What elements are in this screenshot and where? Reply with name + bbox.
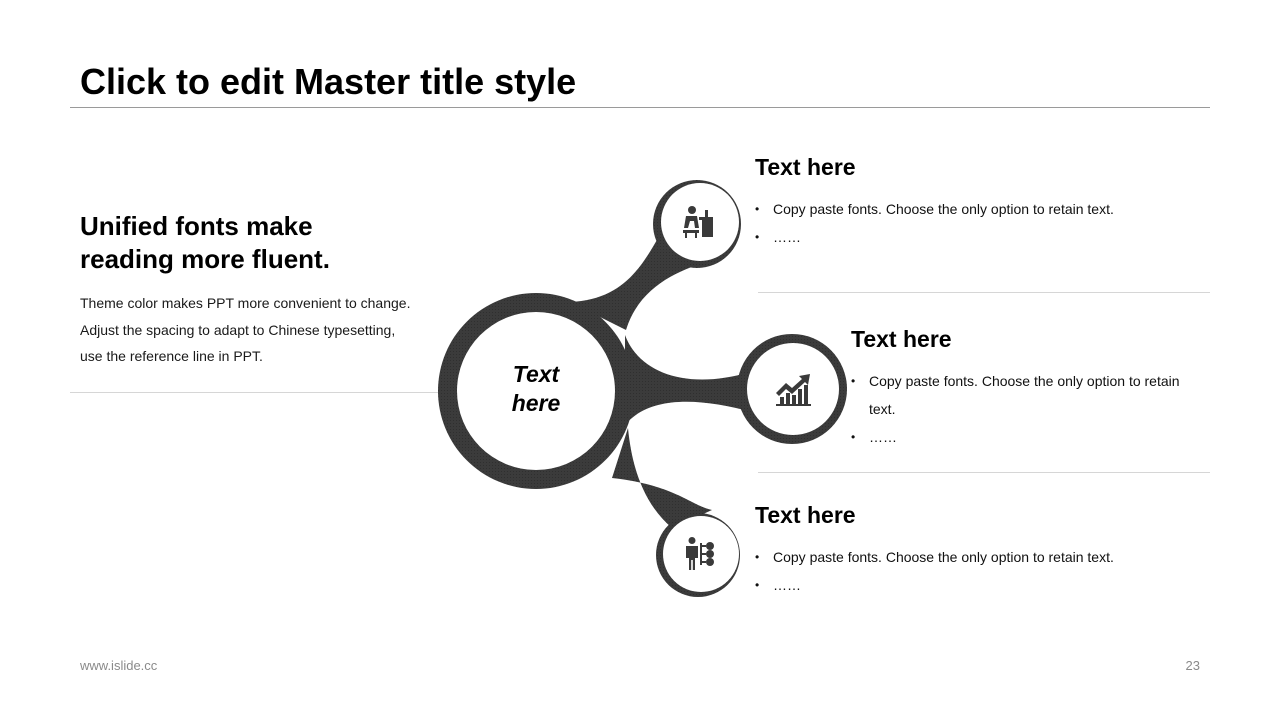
left-heading-line1: Unified fonts make [80, 211, 313, 241]
center-label-line2: here [511, 390, 561, 416]
left-body-line: use the reference line in PPT. [80, 348, 263, 364]
bullet-text: Copy paste fonts. Choose the only option… [773, 201, 1114, 217]
left-body-line: Adjust the spacing to adapt to Chinese t… [80, 321, 396, 338]
item-bullets: • Copy paste fonts. Choose the only optio… [755, 195, 1210, 251]
bullet-text: …… [869, 429, 897, 445]
item-divider [758, 292, 1210, 293]
item-title: Text here [755, 154, 856, 180]
slide-title: Click to edit Master title style [80, 61, 577, 102]
text-item-2: Text here • Copy paste fonts. Choose the … [851, 325, 1210, 451]
left-body: Theme color makes PPT more convenient to… [80, 290, 440, 370]
bullet-icon: • [851, 374, 856, 388]
bullet-icon: • [755, 578, 760, 592]
center-label-line1: Text [512, 361, 560, 387]
bullet-text: …… [773, 229, 801, 245]
page-number: 23 [1185, 658, 1200, 673]
bullet-item: • …… [755, 571, 1210, 599]
node-circle-top [661, 183, 739, 261]
left-heading-line2: reading more fluent. [80, 244, 330, 274]
bullet-icon: • [851, 430, 856, 444]
text-item-1: Text here • Copy paste fonts. Choose the … [755, 153, 1210, 251]
growth-chart-icon [776, 374, 811, 406]
bullet-text-continued: text. [869, 401, 896, 417]
title-underline [70, 107, 1210, 108]
left-text-block: Unified fonts make reading more fluent. … [80, 210, 440, 370]
branch-connector-bottom [612, 428, 712, 528]
bullet-item: • Copy paste fonts. Choose the only optio… [851, 367, 1210, 423]
center-label: Text here [476, 360, 596, 418]
left-heading: Unified fonts make reading more fluent. [80, 210, 440, 276]
bullet-text: Copy paste fonts. Choose the only option… [773, 549, 1114, 565]
branch-connector-middle [625, 335, 752, 425]
left-body-line: Theme color makes PPT more convenient to… [80, 295, 411, 311]
footer-url: www.islide.cc [80, 658, 158, 673]
bullet-text: Copy paste fonts. Choose the only option… [869, 373, 1180, 389]
people-network-icon [686, 537, 714, 570]
bullet-item: • …… [851, 423, 1210, 451]
item-title: Text here [755, 502, 856, 528]
person-at-desk-icon [683, 206, 713, 238]
bullet-item: • Copy paste fonts. Choose the only optio… [755, 543, 1210, 571]
bullet-item: • …… [755, 223, 1210, 251]
item-divider [758, 472, 1210, 473]
bullet-item: • Copy paste fonts. Choose the only optio… [755, 195, 1210, 223]
center-circle [457, 312, 615, 470]
item-title: Text here [851, 326, 952, 352]
bullet-text: …… [773, 577, 801, 593]
left-reference-line [70, 392, 440, 393]
text-item-3: Text here • Copy paste fonts. Choose the … [755, 501, 1210, 599]
bullet-icon: • [755, 230, 760, 244]
bullet-icon: • [755, 202, 760, 216]
bullet-icon: • [755, 550, 760, 564]
item-bullets: • Copy paste fonts. Choose the only optio… [755, 543, 1210, 599]
item-bullets: • Copy paste fonts. Choose the only optio… [851, 367, 1210, 451]
